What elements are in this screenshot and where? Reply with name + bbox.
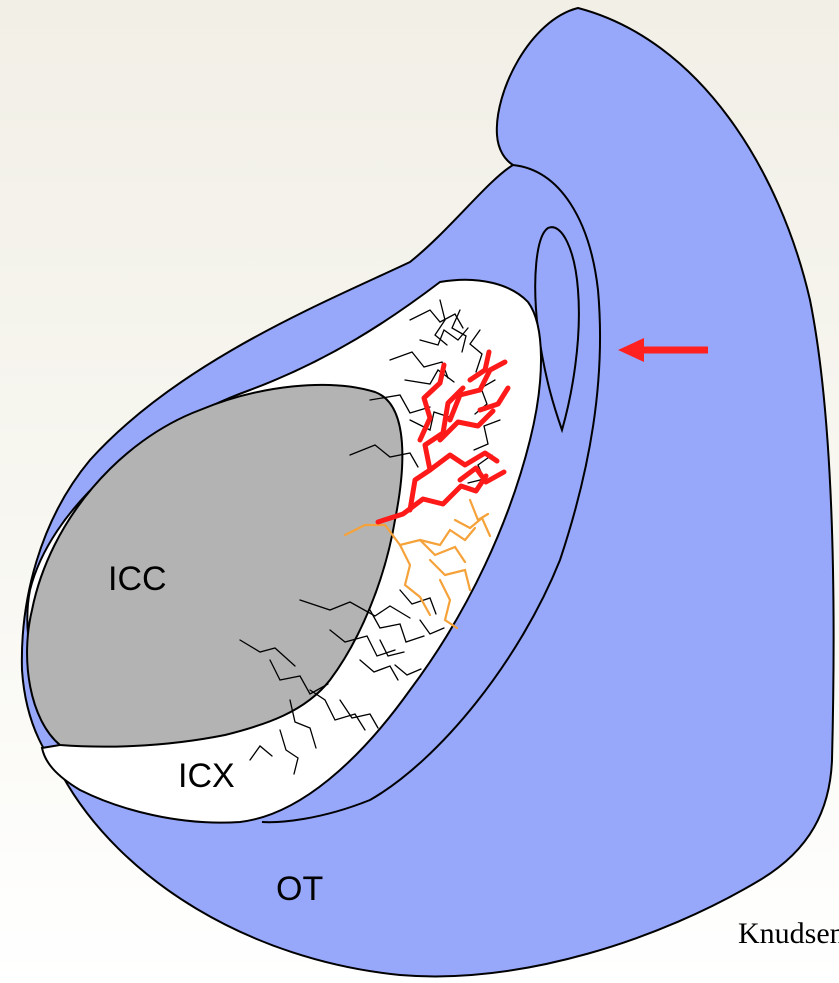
label-ot: OT: [276, 870, 323, 908]
label-icx: ICX: [178, 757, 235, 795]
citation: Knudsen et al.: [738, 917, 839, 950]
label-icc: ICC: [108, 560, 167, 598]
